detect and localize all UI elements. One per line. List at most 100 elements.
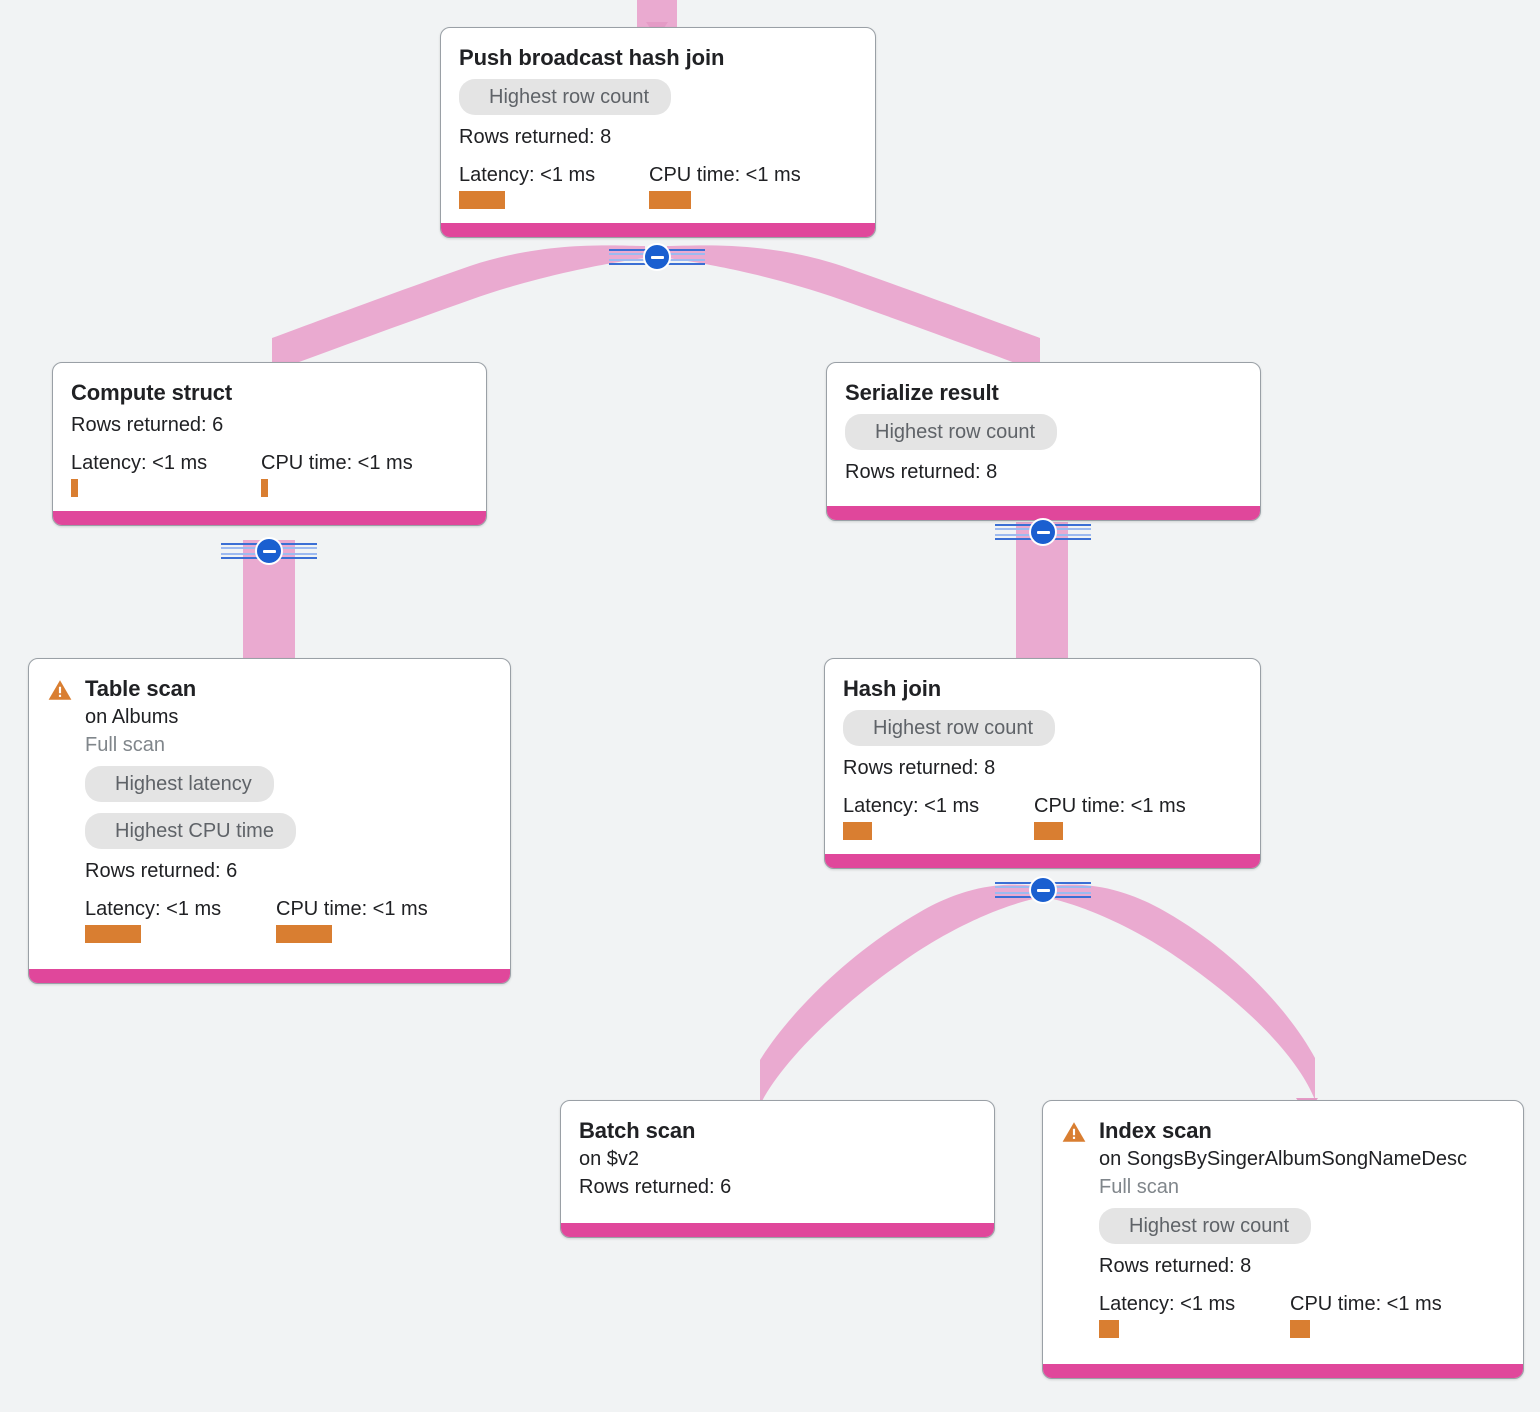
cpu-label: CPU time: <1 ms: [261, 452, 413, 474]
rows-returned: Rows returned: 6: [579, 1176, 732, 1198]
rows-returned: Rows returned: 8: [845, 461, 998, 483]
node-title-row: Table scan on Albums Full scan Highest l…: [47, 675, 492, 943]
cpu-bar: [1034, 822, 1063, 840]
metrics-row: Latency: <1 ms CPU time: <1 ms: [71, 451, 468, 497]
node-title: Table scan: [85, 676, 197, 701]
node-footer: [53, 511, 486, 525]
metrics-row: Latency: <1 ms CPU time: <1 ms: [459, 163, 857, 209]
node-index-scan[interactable]: Index scan on SongsBySingerAlbumSongName…: [1042, 1100, 1524, 1379]
rows-returned: Rows returned: 8: [843, 757, 996, 779]
status-badge: Highest row count: [459, 79, 672, 115]
node-title-row: Hash join Highest row count Rows returne…: [843, 675, 1242, 840]
warning-icon: [47, 677, 73, 703]
collapse-toggle-hash-join[interactable]: [995, 876, 1091, 904]
status-badge: Highest row count: [843, 710, 1056, 746]
node-body: Table scan on Albums Full scan Highest l…: [29, 659, 510, 969]
cpu-bar: [1290, 1320, 1310, 1338]
node-body: Hash join Highest row count Rows returne…: [825, 659, 1260, 854]
node-scan-type: Full scan: [85, 734, 166, 756]
edge-hash-join-to-batch-scan: [760, 884, 1038, 1105]
node-body: Compute struct Rows returned: 6 Latency:…: [53, 363, 486, 511]
node-title-row: Index scan on SongsBySingerAlbumSongName…: [1061, 1117, 1505, 1338]
node-body: Serialize result Highest row count Rows …: [827, 363, 1260, 506]
latency-label: Latency: <1 ms: [843, 795, 980, 817]
minus-icon[interactable]: [1029, 518, 1057, 546]
cpu-metric: CPU time: <1 ms: [276, 897, 428, 943]
rows-returned: Rows returned: 6: [85, 860, 238, 882]
cpu-label: CPU time: <1 ms: [1290, 1293, 1442, 1315]
cpu-label: CPU time: <1 ms: [649, 164, 801, 186]
latency-label: Latency: <1 ms: [71, 452, 208, 474]
collapse-toggle-serialize-result[interactable]: [995, 518, 1091, 546]
collapse-toggle-push-broadcast-hash-join[interactable]: [609, 243, 705, 271]
rows-returned: Rows returned: 6: [71, 414, 224, 436]
metrics-row: Latency: <1 ms CPU time: <1 ms: [85, 897, 492, 943]
node-batch-scan[interactable]: Batch scan on $v2 Rows returned: 6: [560, 1100, 995, 1238]
cpu-metric: CPU time: <1 ms: [261, 451, 413, 497]
node-title-col: Batch scan on $v2 Rows returned: 6: [579, 1117, 976, 1201]
latency-label: Latency: <1 ms: [85, 898, 222, 920]
cpu-metric: CPU time: <1 ms: [1290, 1292, 1442, 1338]
cpu-label: CPU time: <1 ms: [276, 898, 428, 920]
edge-root-to-compute-struct: [272, 245, 645, 372]
status-badge-cpu: Highest CPU time: [85, 813, 296, 849]
node-target: on Albums: [85, 706, 179, 728]
node-title: Compute struct: [71, 380, 233, 405]
node-push-broadcast-hash-join[interactable]: Push broadcast hash join Highest row cou…: [440, 27, 876, 238]
metrics-row: Latency: <1 ms CPU time: <1 ms: [843, 794, 1242, 840]
cpu-metric: CPU time: <1 ms: [649, 163, 801, 209]
edge-hash-join-to-index-scan: [1048, 884, 1315, 1100]
node-title: Batch scan: [579, 1118, 696, 1143]
latency-label: Latency: <1 ms: [1099, 1293, 1236, 1315]
node-title: Index scan: [1099, 1118, 1212, 1143]
node-title-row: Batch scan on $v2 Rows returned: 6: [579, 1117, 976, 1201]
latency-metric: Latency: <1 ms: [71, 451, 261, 497]
node-footer: [827, 506, 1260, 520]
node-compute-struct[interactable]: Compute struct Rows returned: 6 Latency:…: [52, 362, 487, 526]
node-title-col: Serialize result Highest row count Rows …: [845, 379, 1242, 486]
node-title-row: Push broadcast hash join Highest row cou…: [459, 44, 857, 209]
cpu-bar: [649, 191, 691, 209]
latency-metric: Latency: <1 ms: [85, 897, 276, 943]
node-table-scan[interactable]: Table scan on Albums Full scan Highest l…: [28, 658, 511, 984]
node-hash-join[interactable]: Hash join Highest row count Rows returne…: [824, 658, 1261, 869]
node-footer: [561, 1223, 994, 1237]
rows-returned: Rows returned: 8: [459, 126, 612, 148]
node-title-col: Hash join Highest row count Rows returne…: [843, 675, 1242, 840]
cpu-bar: [276, 925, 332, 943]
latency-bar: [1099, 1320, 1119, 1338]
latency-label: Latency: <1 ms: [459, 164, 596, 186]
collapse-toggle-compute-struct[interactable]: [221, 537, 317, 565]
edge-root-incoming: [637, 0, 677, 30]
latency-bar: [459, 191, 505, 209]
cpu-label: CPU time: <1 ms: [1034, 795, 1186, 817]
node-title-col: Table scan on Albums Full scan Highest l…: [85, 675, 492, 943]
node-title: Hash join: [843, 676, 942, 701]
latency-metric: Latency: <1 ms: [843, 794, 1034, 840]
status-badge: Highest row count: [1099, 1208, 1312, 1244]
node-title-row: Serialize result Highest row count Rows …: [845, 379, 1242, 486]
status-badge: Highest row count: [845, 414, 1058, 450]
node-title-col: Index scan on SongsBySingerAlbumSongName…: [1099, 1117, 1505, 1338]
node-serialize-result[interactable]: Serialize result Highest row count Rows …: [826, 362, 1261, 521]
node-body: Batch scan on $v2 Rows returned: 6: [561, 1101, 994, 1223]
status-badge-latency: Highest latency: [85, 766, 274, 802]
node-target: on $v2: [579, 1148, 640, 1170]
node-body: Index scan on SongsBySingerAlbumSongName…: [1043, 1101, 1523, 1364]
node-title-col: Push broadcast hash join Highest row cou…: [459, 44, 857, 209]
minus-icon[interactable]: [643, 243, 671, 271]
cpu-bar: [261, 479, 268, 497]
node-title: Serialize result: [845, 380, 999, 405]
node-footer: [29, 969, 510, 983]
node-footer: [825, 854, 1260, 868]
rows-returned: Rows returned: 8: [1099, 1255, 1252, 1277]
node-body: Push broadcast hash join Highest row cou…: [441, 28, 875, 223]
cpu-metric: CPU time: <1 ms: [1034, 794, 1186, 840]
node-target: on SongsBySingerAlbumSongNameDesc: [1099, 1148, 1467, 1170]
minus-icon[interactable]: [255, 537, 283, 565]
node-footer: [441, 223, 875, 237]
minus-icon[interactable]: [1029, 876, 1057, 904]
node-title-row: Compute struct Rows returned: 6 Latency:…: [71, 379, 468, 497]
latency-bar: [843, 822, 872, 840]
